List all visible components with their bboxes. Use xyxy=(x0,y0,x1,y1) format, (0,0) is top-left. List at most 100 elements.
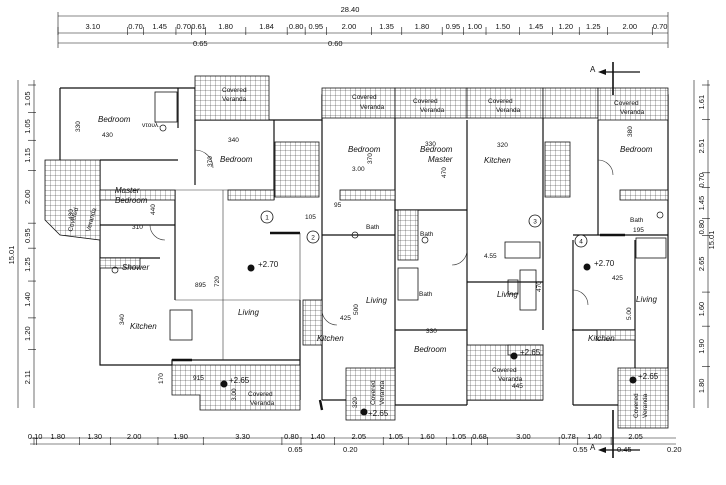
stair-number: 1 xyxy=(265,215,269,222)
room-label-bedroom-n2: Bedroom xyxy=(220,155,253,164)
room-label-bedroom-nw: Bedroom xyxy=(98,115,131,124)
dimension-value: 0.61 xyxy=(191,22,206,31)
room-dimension: 195 xyxy=(633,227,644,234)
room-dimension: 320 xyxy=(352,397,359,408)
room-label-veranda: Covered xyxy=(248,391,273,398)
overall-right-dimension: 15.01 xyxy=(707,231,716,250)
room-label-veranda: Covered xyxy=(352,94,377,101)
room-label-veranda: Veranda xyxy=(620,109,645,116)
furniture xyxy=(111,91,667,341)
toilet xyxy=(421,236,429,244)
room-label-veranda: Veranda xyxy=(360,104,385,111)
room-label-living-w: Living xyxy=(238,308,259,317)
room-dimension: 915 xyxy=(193,375,204,382)
bathtub xyxy=(635,237,667,259)
dimension-value: 2.00 xyxy=(342,22,357,31)
room-dimension: 380 xyxy=(627,126,634,137)
room-label-bedroom-mid: Bedroom xyxy=(348,145,381,154)
dimension-value: 1.45 xyxy=(152,22,167,31)
dimension-value: 0.10 xyxy=(28,432,43,441)
room-label-veranda: Veranda xyxy=(498,376,523,383)
dimension-value: 2.00 xyxy=(127,432,142,441)
left-dimension-lines: 15.01 1.051.051.152.000.951.251.401.202.… xyxy=(7,80,36,408)
room-label-bath: Bath xyxy=(630,217,644,224)
dimension-value: 1.25 xyxy=(586,22,601,31)
room-label-veranda: Covered xyxy=(222,87,247,94)
room-dimension: 3.00 xyxy=(352,166,365,173)
room-label-bath: Bath xyxy=(419,291,433,298)
room-label-veranda: Covered xyxy=(614,100,639,107)
dimension-value: 2.11 xyxy=(23,370,32,384)
dimension-value: 2.00 xyxy=(23,190,32,205)
room-label-veranda: Covered xyxy=(492,367,517,374)
room-label-bath: Bath xyxy=(366,224,380,231)
dimension-value: 3.00 xyxy=(516,432,531,441)
room-label-veranda: Veranda xyxy=(250,400,275,407)
room-dimension: 470 xyxy=(536,281,543,292)
right-dimension-lines: 15.01 1.612.510.701.450.802.651.601.901.… xyxy=(693,80,716,408)
stair-number: 3 xyxy=(533,219,537,226)
toilet xyxy=(111,266,119,274)
room-dimension: 340 xyxy=(119,314,126,325)
stair-number: 2 xyxy=(311,235,315,242)
bottom-sub-dimension: 0.20 xyxy=(667,445,682,454)
dimension-value: 1.80 xyxy=(697,379,706,394)
dimension-value: 0.78 xyxy=(561,432,576,441)
room-dimension: 330 xyxy=(426,328,437,335)
room-dimension: 720 xyxy=(214,276,221,287)
section-marker-bottom: A xyxy=(590,443,596,452)
dimension-value: 1.05 xyxy=(23,119,32,134)
room-label-bath: Bath xyxy=(420,231,434,238)
room-dimension: 95 xyxy=(334,202,342,209)
door-swing xyxy=(194,149,214,169)
bottom-sub-dimension: 0.55 xyxy=(573,445,588,454)
room-dimension: 3.00 xyxy=(231,388,238,401)
room-dimension: 425 xyxy=(340,315,351,322)
room-label-kitchen-ne: Kitchen xyxy=(484,156,511,165)
level-marker: +2.65 xyxy=(638,372,659,381)
dimension-value: 0.70 xyxy=(653,22,668,31)
room-label-veranda: Covered xyxy=(413,98,438,105)
dimension-value: 1.20 xyxy=(23,326,32,341)
dimension-value: 1.35 xyxy=(379,22,394,31)
dimension-value: 0.70 xyxy=(177,22,192,31)
room-label-kitchen-e: Kitchen xyxy=(588,334,615,343)
section-line-a: A A xyxy=(590,62,640,458)
room-label-veranda: Covered xyxy=(488,98,513,105)
room-dimension: 330 xyxy=(425,141,436,148)
room-dimension: 4.55 xyxy=(484,253,497,260)
room-label-kitchen-w: Kitchen xyxy=(130,322,157,331)
room-dimensions: 330 430 340 370 3.00 330 470 320 380 370… xyxy=(68,121,644,408)
dimension-value: 0.80 xyxy=(697,220,706,235)
dimension-value: 0.95 xyxy=(309,22,324,31)
dimension-value: 1.40 xyxy=(23,292,32,307)
dimension-value: 1.80 xyxy=(415,22,430,31)
level-marker: +2.70 xyxy=(594,259,615,268)
room-dimension: 430 xyxy=(102,132,113,139)
dimension-value: 3.30 xyxy=(235,432,250,441)
bottom-sub-dimension: 0.65 xyxy=(288,445,303,454)
room-label-veranda: Veranda xyxy=(420,107,445,114)
room-label-master-bedroom: Master xyxy=(115,186,140,195)
dimension-value: 1.05 xyxy=(388,432,403,441)
building-walls xyxy=(59,87,669,411)
door-swing xyxy=(572,289,589,306)
room-dimension: 330 xyxy=(75,121,82,132)
room-label-bedroom-master: Bedroom xyxy=(420,145,453,154)
room-label-veranda: Covered xyxy=(370,380,377,405)
dimension-value: 1.25 xyxy=(23,257,32,272)
dimension-value: 0.68 xyxy=(472,432,487,441)
dimension-value: 1.05 xyxy=(452,432,467,441)
room-dimension: 170 xyxy=(158,373,165,384)
door-swing xyxy=(149,224,166,241)
bottom-sub-dimension: 0.20 xyxy=(343,445,358,454)
room-label-living-e: Living xyxy=(497,290,518,299)
room-dimension: 5.00 xyxy=(626,307,633,320)
room-label-veranda: Covered xyxy=(633,393,640,418)
dimension-value: 0.80 xyxy=(284,432,299,441)
dimension-value: 1.90 xyxy=(173,432,188,441)
room-dimension: 895 xyxy=(195,282,206,289)
room-dimension: 105 xyxy=(305,214,316,221)
